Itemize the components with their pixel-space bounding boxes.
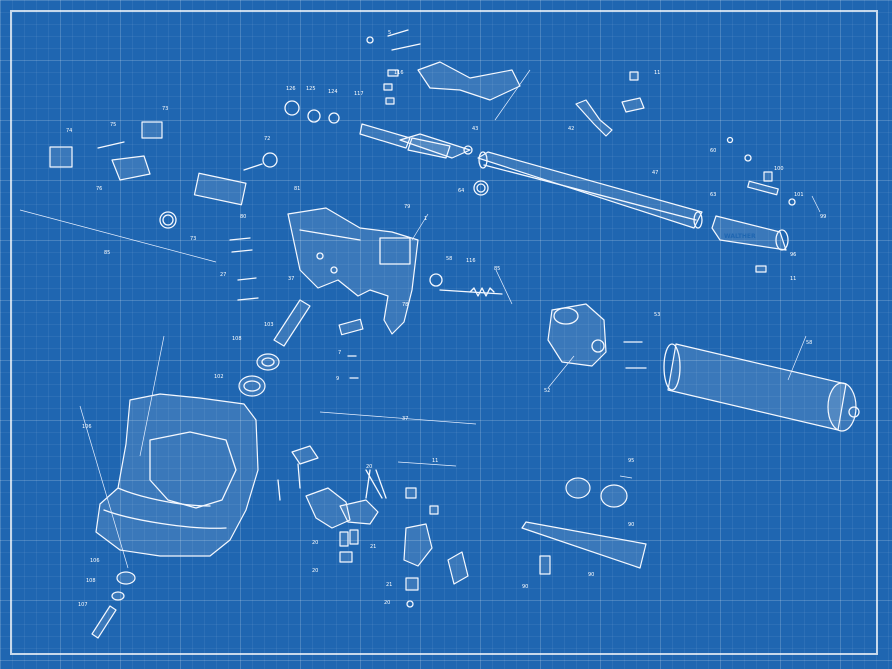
part-label: 58 — [806, 340, 812, 346]
part-label: 1 — [424, 216, 427, 222]
air-cylinder — [663, 335, 860, 432]
part-label: 90 — [628, 522, 634, 528]
part-label: 76 — [96, 186, 102, 192]
part-label: 20 — [366, 464, 372, 470]
part-label: 102 — [214, 374, 224, 380]
part-label: 117 — [354, 91, 364, 97]
brand-label: WALTHER — [724, 233, 756, 240]
part-label: 74 — [66, 128, 72, 134]
barrel — [477, 151, 703, 229]
top-screws — [284, 29, 451, 159]
part-label: 116 — [466, 258, 476, 264]
part-label: 126 — [286, 86, 296, 92]
part-label: 64 — [458, 188, 464, 194]
part-label: 124 — [328, 89, 338, 95]
part-label: 42 — [568, 126, 574, 132]
part-label: 11 — [790, 276, 796, 282]
part-label: 58 — [446, 256, 452, 262]
rear-sight-parts — [19, 121, 278, 263]
part-label: 75 — [110, 122, 116, 128]
part-label: 20 — [312, 540, 318, 546]
grip-screw-parts — [237, 277, 364, 397]
part-label: 81 — [294, 186, 300, 192]
part-label: 101 — [794, 192, 804, 198]
part-label: 52 — [544, 388, 550, 394]
part-number-labels: 5 116 117 126 125 124 43 64 11 42 47 60 … — [66, 30, 826, 608]
part-label: 108 — [86, 578, 96, 584]
part-label: 107 — [78, 602, 88, 608]
valve-housing — [547, 303, 647, 389]
part-label: 100 — [774, 166, 784, 172]
part-label: 5 — [388, 30, 391, 36]
top-bracket — [417, 61, 531, 121]
part-label: 43 — [472, 126, 478, 132]
barrel-small-parts — [629, 71, 821, 273]
part-label: 108 — [232, 336, 242, 342]
pistol-grip — [79, 335, 259, 639]
part-label: 106 — [82, 424, 92, 430]
part-label: 47 — [652, 170, 658, 176]
part-label: 90 — [588, 572, 594, 578]
part-label: 96 — [790, 252, 796, 258]
compensator: WALTHER — [711, 215, 789, 251]
part-label: 21 — [386, 582, 392, 588]
part-label: 85 — [494, 266, 500, 272]
part-label: 20 — [312, 568, 318, 574]
part-label: 73 — [190, 236, 196, 242]
part-label: 11 — [432, 458, 438, 464]
part-label: 9 — [336, 376, 339, 382]
part-label: 106 — [90, 558, 100, 564]
part-label: 11 — [654, 70, 660, 76]
part-label: 53 — [654, 312, 660, 318]
part-label: 95 — [628, 458, 634, 464]
part-label: 78 — [402, 302, 408, 308]
part-label: 63 — [710, 192, 716, 198]
receiver-frame — [287, 207, 429, 335]
part-label: 103 — [264, 322, 274, 328]
linkage-parts — [575, 97, 645, 137]
part-label: 27 — [220, 272, 226, 278]
rail-and-weights — [521, 475, 647, 575]
blueprint-frame — [10, 10, 878, 655]
part-label: 85 — [104, 250, 110, 256]
part-label: 37 — [402, 416, 408, 422]
part-label: 7 — [338, 350, 341, 356]
part-label: 60 — [710, 148, 716, 154]
part-label: 72 — [264, 136, 270, 142]
part-label: 73 — [162, 106, 168, 112]
part-label: 99 — [820, 214, 826, 220]
part-label: 21 — [370, 544, 376, 550]
trigger-rod — [429, 269, 513, 305]
barrel-weight-front — [399, 133, 489, 196]
part-label: 116 — [394, 70, 404, 76]
part-label: 37 — [288, 276, 294, 282]
part-label: 80 — [240, 214, 246, 220]
part-label: 90 — [522, 584, 528, 590]
trigger-mechanism-parts — [277, 411, 477, 608]
part-label: 20 — [384, 600, 390, 606]
part-label: 125 — [306, 86, 316, 92]
part-label: 79 — [404, 204, 410, 210]
